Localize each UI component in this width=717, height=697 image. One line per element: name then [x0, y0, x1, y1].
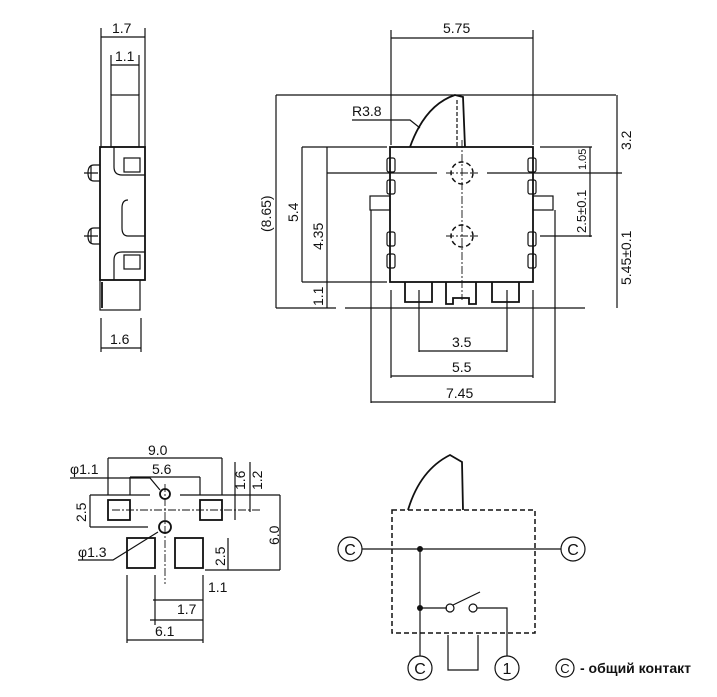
dim-phi-1-3: φ1.3: [78, 544, 107, 560]
switch-contact: [468, 603, 478, 613]
dim-1-1: 1.1: [115, 48, 135, 64]
dim-5-4: 5.4: [285, 202, 301, 222]
side-dim-lines: [100, 28, 146, 352]
side-pegs: [87, 164, 100, 245]
dim-bottom-lines: [370, 210, 556, 403]
tab: [527, 157, 537, 173]
legend: C - общий контакт: [555, 658, 691, 678]
dim-9-0: 9.0: [148, 442, 168, 458]
switch-housing-outline: [391, 509, 536, 634]
dim-3-2: 3.2: [618, 130, 634, 150]
dim-1-05: 1.05: [577, 149, 589, 170]
footprint-top-dims: [107, 457, 223, 495]
svg-text:C: C: [560, 661, 569, 676]
footprint-leaders: [70, 477, 161, 561]
side-tab-bottom: [123, 254, 141, 270]
actuator-box: [447, 635, 479, 671]
schematic-lever: [407, 453, 464, 511]
schematic: C C C 1 C - общий контакт: [337, 453, 691, 681]
dim-6-0: 6.0: [266, 525, 282, 545]
svg-text:C: C: [567, 542, 579, 559]
side-plunger: [110, 94, 140, 148]
footprint-other-dims: [126, 462, 251, 643]
terminal-common-left: C: [337, 536, 363, 562]
dim-1-7-fp: 1.7: [177, 601, 197, 617]
junction-node: [417, 605, 423, 611]
tab: [386, 179, 396, 195]
dim-4-35: 4.35: [310, 223, 326, 250]
front-view: 5.75 R3.8 (8.65) 5.4 4.35 1.1 1.05 2.5±0…: [258, 20, 634, 403]
legend-text: - общий контакт: [580, 660, 691, 676]
dim-1-6: 1.6: [110, 331, 130, 347]
dim-5-5: 5.5: [452, 359, 472, 375]
dim-5-6: 5.6: [152, 461, 172, 477]
side-peg-centers: [84, 166, 98, 243]
dim-1-1: 1.1: [310, 286, 326, 306]
dim-5-45: 5.45±0.1: [618, 230, 634, 285]
dim-2-5-pad: 2.5: [73, 502, 89, 522]
dim-right-lines: [327, 95, 622, 308]
dim-1-6: 1.6: [232, 470, 248, 490]
footprint: 9.0 5.6 φ1.1 φ1.3 2.5 1.6 1.2 6.0 2.5 1.…: [70, 442, 282, 643]
terminal-common-bottom: C: [407, 655, 433, 681]
dim-3-5: 3.5: [452, 334, 472, 350]
dim-2-5: 2.5±0.1: [574, 190, 589, 233]
footprint-outline: [89, 494, 281, 571]
dim-5-4-lines: [301, 146, 387, 308]
switch-blade: [452, 591, 481, 606]
side-base: [99, 279, 141, 311]
footprint-center-lines: [112, 484, 262, 584]
tab: [386, 157, 396, 173]
svg-text:C: C: [414, 661, 426, 678]
dim-6-1: 6.1: [155, 623, 175, 639]
front-body: [389, 146, 534, 283]
dim-2-5-lower: 2.5: [212, 546, 228, 566]
switch-contact: [445, 603, 455, 613]
wiring: [362, 548, 561, 656]
junction-node: [417, 546, 423, 552]
tab: [527, 179, 537, 195]
svg-text:1: 1: [503, 661, 512, 678]
tab: [386, 231, 396, 247]
dim-1-7: 1.7: [112, 20, 132, 36]
dim-r3-8: R3.8: [352, 103, 382, 119]
side-tab-top: [123, 157, 141, 173]
side-terminal-outline: [113, 147, 145, 280]
tab: [527, 253, 537, 269]
svg-text:C: C: [344, 542, 356, 559]
peg-right: [532, 195, 554, 211]
radius-leader: [352, 119, 421, 129]
peg-left: [369, 195, 391, 211]
side-view: 1.7 1.1 1.6: [84, 20, 146, 352]
dim-1-2: 1.2: [249, 470, 265, 490]
center-lines: [446, 140, 478, 300]
dim-5-75-lines: [390, 30, 534, 145]
tab: [386, 253, 396, 269]
dim-8-65-lines: [275, 94, 616, 309]
dim-8-65: (8.65): [258, 195, 274, 232]
dim-7-45: 7.45: [446, 385, 473, 401]
terminal-common-right: C: [560, 536, 586, 562]
dim-5-75: 5.75: [443, 20, 470, 36]
terminal-1: 1: [494, 655, 520, 681]
dim-phi-1-1: φ1.1: [70, 461, 99, 477]
tab: [527, 231, 537, 247]
pad-lower-left: [126, 537, 156, 569]
pad-lower-right: [174, 537, 204, 569]
dim-1-1-fp: 1.1: [208, 579, 228, 595]
